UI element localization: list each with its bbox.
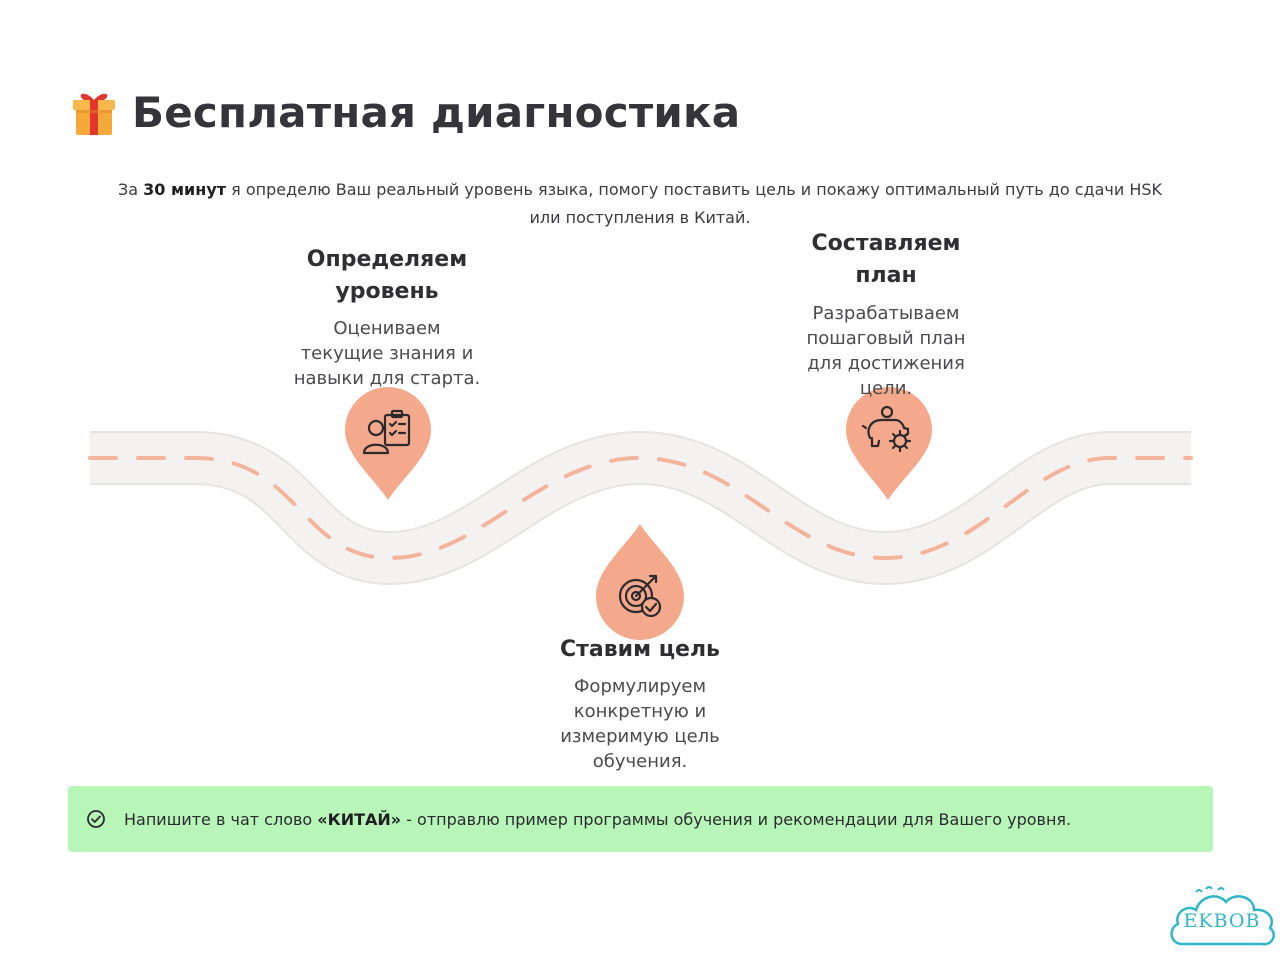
- road-center-line: [88, 455, 1193, 561]
- check-circle-icon: [87, 810, 105, 828]
- step-title: Ставим цель: [560, 637, 720, 662]
- pin-step-3: [596, 524, 684, 640]
- piggy-bank-gear-icon: [861, 405, 912, 453]
- person-checklist-icon: [362, 409, 411, 455]
- pin-step-2: [846, 387, 932, 500]
- watermark-logo: EKBOB: [1166, 886, 1278, 954]
- step-description: Оцениваем текущие знания и навыки для ст…: [293, 318, 481, 389]
- cloud-icon: [1170, 886, 1275, 946]
- step-title: Составляем план: [811, 231, 961, 288]
- step-title: Определяем уровень: [306, 247, 468, 304]
- step-description: Разрабатываем пошаговый план для достиже…: [806, 303, 966, 399]
- step-set-goal: Ставим цель Формулируем конкретную и изм…: [520, 634, 760, 774]
- gift-icon: [73, 93, 115, 135]
- intro-text: За 30 минут я определю Ваш реальный уров…: [70, 176, 1210, 232]
- step-description: Формулируем конкретную и измеримую цель …: [560, 676, 720, 772]
- intro-line-1: За 30 минут я определю Ваш реальный уров…: [117, 180, 1162, 199]
- intro-line-2: или поступления в Китай.: [529, 208, 751, 227]
- page-title: Бесплатная диагностика: [70, 82, 740, 142]
- notice-keyword: «КИТАЙ»: [317, 809, 402, 829]
- step-determine-level: Определяем уровень Оцениваем текущие зна…: [272, 244, 502, 391]
- notice-text: Напишите в чат слово «КИТАЙ» - отправлю …: [124, 809, 1072, 829]
- watermark-text: EKBOB: [1183, 910, 1261, 932]
- step-make-plan: Составляем план Разрабатываем пошаговый …: [772, 228, 1000, 401]
- page-title-text: Бесплатная диагностика: [132, 87, 741, 137]
- intro-highlight: 30 минут: [143, 180, 227, 199]
- pin-step-1: [345, 387, 431, 500]
- target-check-icon: [618, 574, 662, 618]
- chat-notice: Напишите в чат слово «КИТАЙ» - отправлю …: [68, 786, 1213, 852]
